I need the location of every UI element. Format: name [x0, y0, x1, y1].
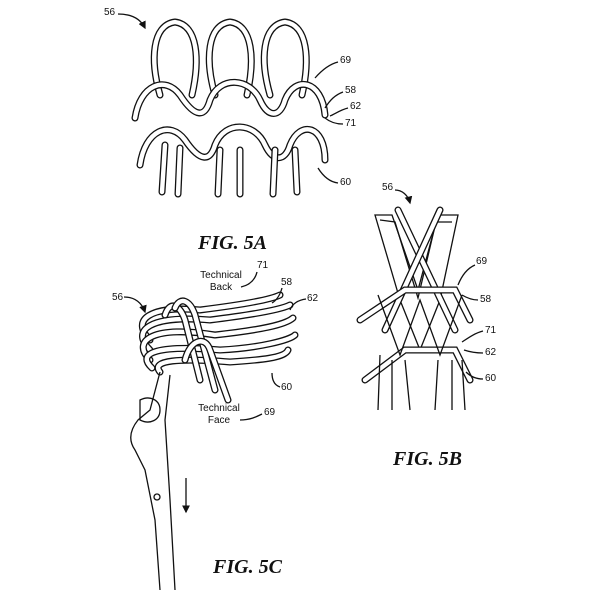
fig-5c-knit-drawing — [123, 271, 307, 591]
ref-60-5b: 60 — [485, 373, 497, 384]
ref-58-5a: 58 — [345, 85, 357, 96]
ref-56-5a: 56 — [104, 7, 116, 18]
fig-5a-knit-drawing — [117, 13, 349, 198]
ref-62-5b: 62 — [485, 347, 497, 358]
ref-56-5b: 56 — [382, 182, 394, 193]
ref-69-5b: 69 — [476, 256, 488, 267]
ref-71-5b: 71 — [485, 325, 497, 336]
ref-60-5a: 60 — [340, 177, 352, 188]
ref-58-5b: 58 — [480, 294, 492, 305]
ref-60-5c: 60 — [281, 382, 293, 393]
ref-69-5a: 69 — [340, 55, 352, 66]
ref-69-5c: 69 — [264, 407, 276, 418]
technical-face-label: Technical Face — [198, 403, 240, 426]
technical-back-label: Technical Back — [200, 270, 242, 293]
fig-5a-caption: FIG. 5A — [198, 232, 267, 254]
fig-5c-caption: FIG. 5C — [213, 556, 282, 578]
fig-5b-knit-drawing — [356, 189, 484, 411]
ref-62-5a: 62 — [350, 101, 362, 112]
fig-5b-caption: FIG. 5B — [393, 448, 462, 470]
ref-56-5c: 56 — [112, 292, 124, 303]
ref-71-5a: 71 — [345, 118, 357, 129]
ref-62-5c: 62 — [307, 293, 319, 304]
ref-58-5c: 58 — [281, 277, 293, 288]
ref-71-5c: 71 — [257, 260, 269, 271]
